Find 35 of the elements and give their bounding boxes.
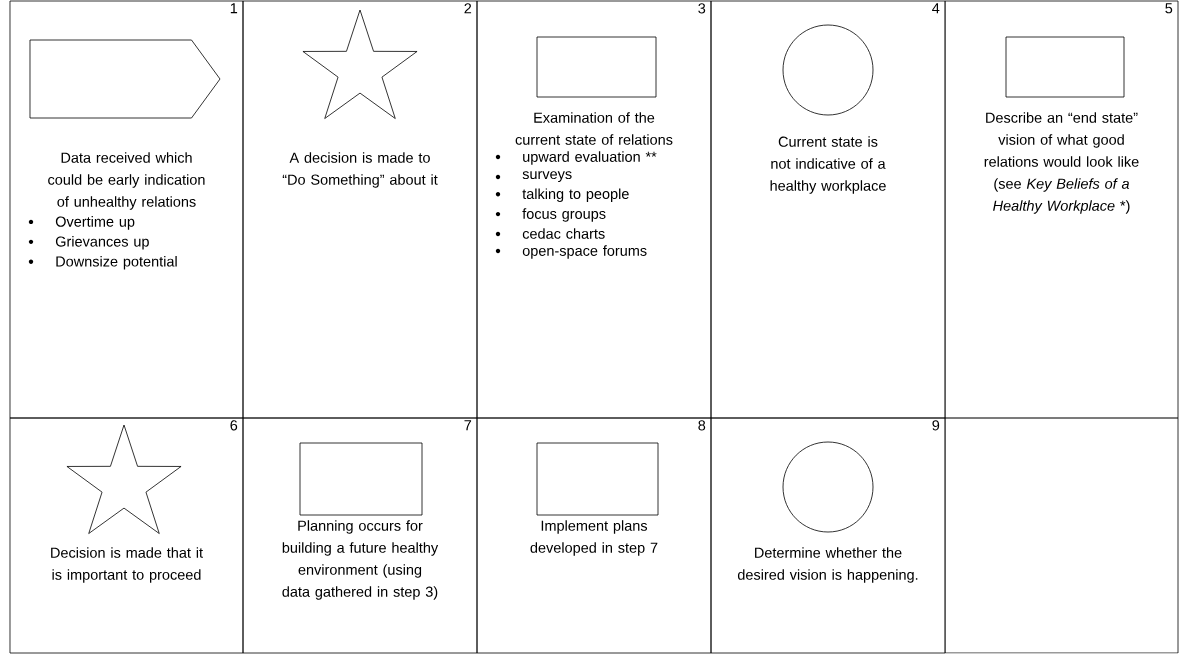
bullet-item: surveys: [522, 171, 572, 182]
bullet-item: Overtime up: [55, 216, 135, 230]
star-shape: [302, 9, 418, 119]
step-number: 9: [932, 420, 940, 431]
bullet-item: open-space forums: [522, 245, 647, 259]
star-shape: [66, 424, 182, 534]
step-description: Implement plans developed in step 7: [530, 520, 658, 556]
step-number: 2: [464, 3, 472, 14]
rectangle-shape: [299, 442, 423, 516]
rectangle-shape: [1005, 36, 1125, 98]
step-description: A decision is made to “Do Something” about it: [282, 152, 438, 188]
step-description: Describe an “end state” vision of what good relations would look like (see Key Beliefs of a Healthy Workplace *): [984, 112, 1139, 214]
step-description: Current state is not indicative of a healthy workplace: [770, 136, 886, 194]
bullet-item: Grievances up: [55, 236, 149, 250]
bullet-item: focus groups: [522, 208, 606, 222]
step-number: 5: [1165, 3, 1173, 14]
pentagon-arrow-shape: [29, 39, 221, 119]
step-number: 7: [464, 420, 472, 431]
step-number: 4: [932, 3, 940, 14]
bullet-item: upward evaluation **: [523, 151, 657, 165]
rectangle-shape: [536, 442, 659, 516]
step-number: 3: [698, 3, 706, 14]
step-number: 1: [230, 3, 238, 14]
step-description: Planning occurs for building a future healthy environment (using data gathered in step 3): [282, 520, 439, 600]
step-description: Decision is made that it is important to proceed: [51, 547, 203, 583]
circle-shape: [782, 441, 874, 533]
bullet-item: talking to people: [522, 188, 629, 202]
step-description: Data received which could be early indication of unhealthy relations: [48, 152, 205, 210]
bullet-item: cedac charts: [522, 228, 605, 239]
circle-shape: [782, 24, 874, 116]
bullet-item: Downsize potential: [56, 255, 177, 270]
step-number: 8: [698, 420, 706, 431]
step-number: 6: [230, 420, 238, 431]
step-description: Determine whether the desired vision is happening.: [737, 547, 918, 583]
rectangle-shape: [536, 36, 657, 98]
